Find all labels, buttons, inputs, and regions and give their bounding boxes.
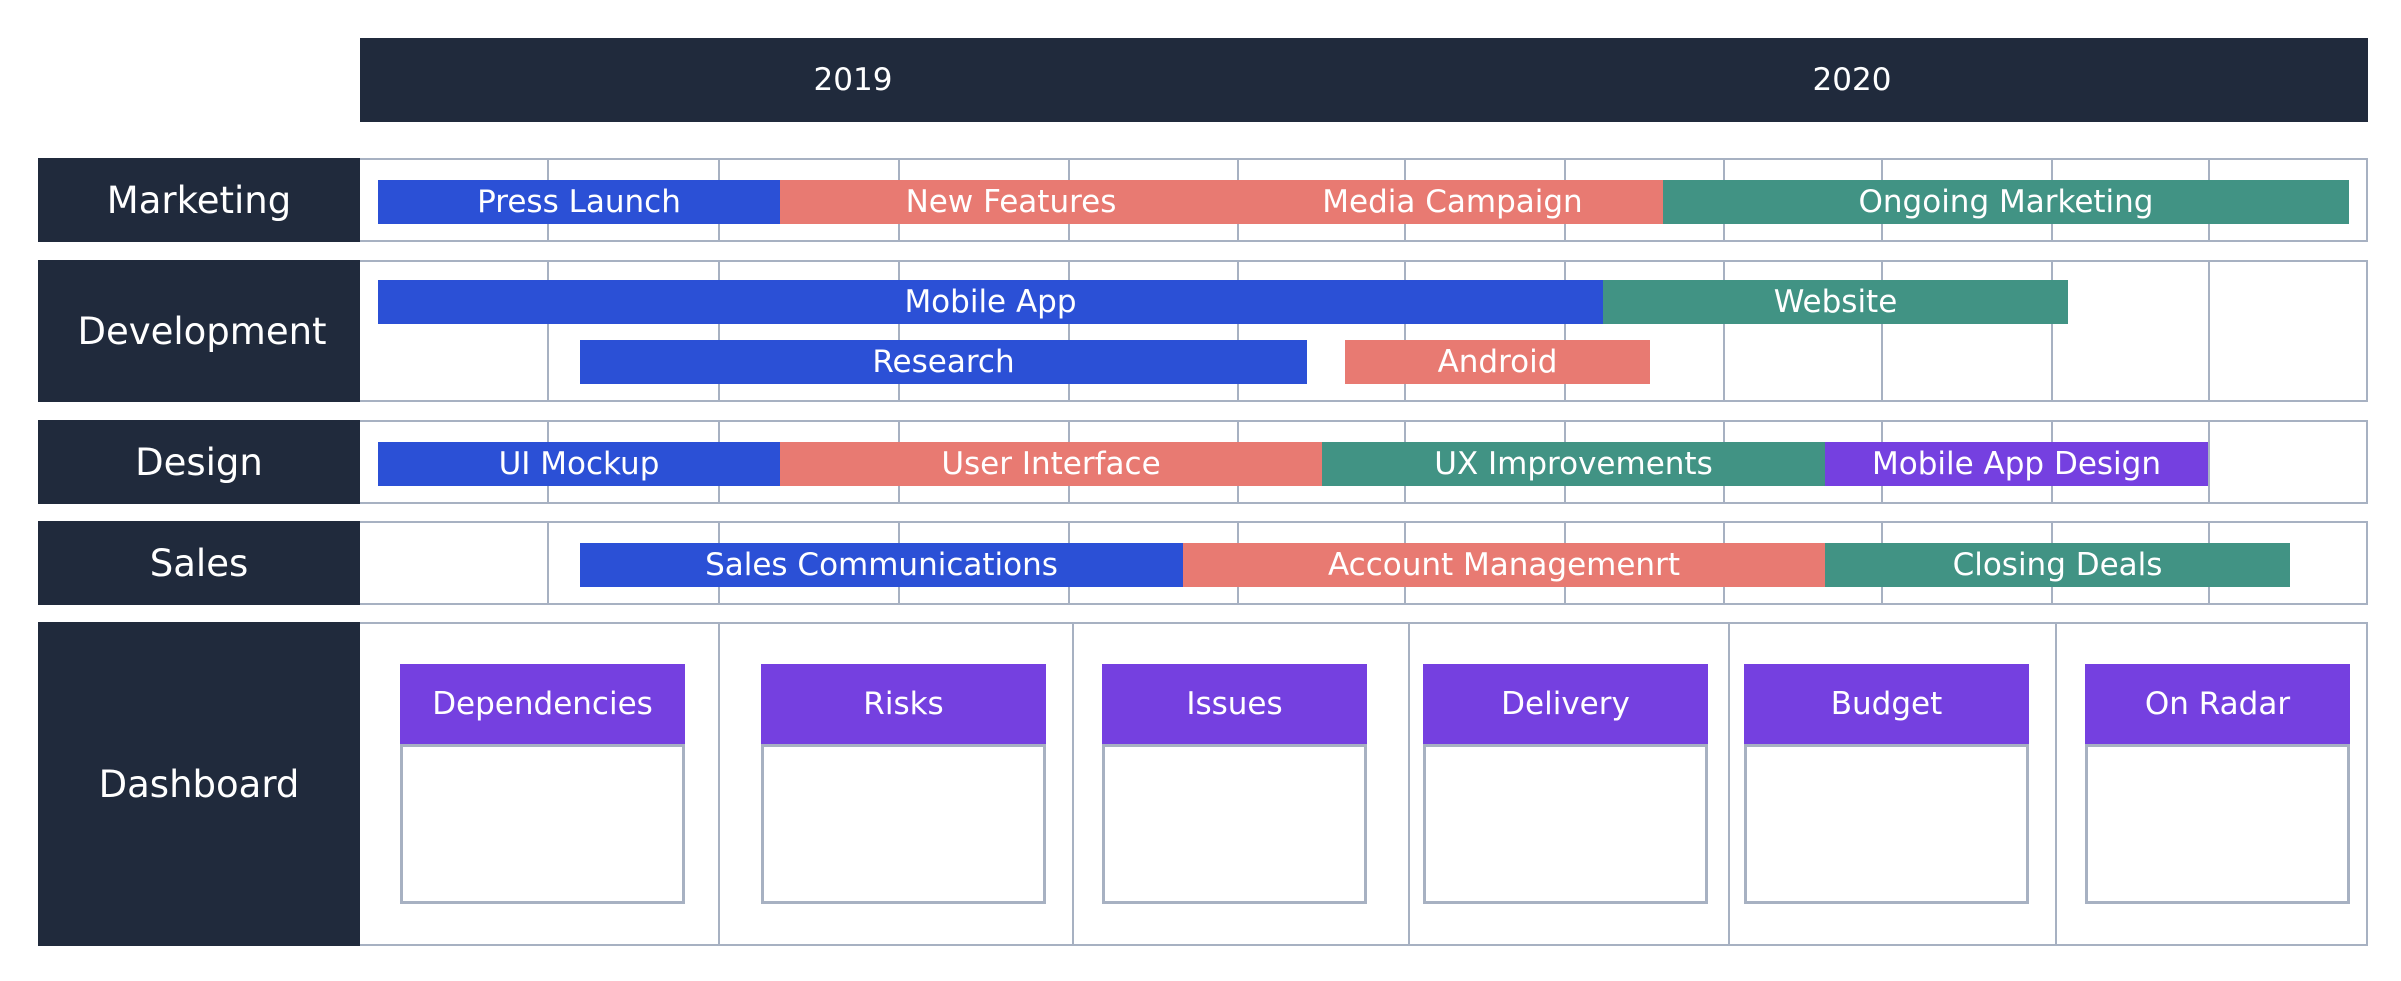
bar-new-features[interactable]: New Features <box>780 180 1242 224</box>
row-label-sales-text: Sales <box>149 541 249 585</box>
row-design: UI Mockup User Interface UX Improvements… <box>360 420 2368 504</box>
bar-press-launch[interactable]: Press Launch <box>378 180 780 224</box>
year-label-2019: 2019 <box>813 62 893 98</box>
row-label-sales: Sales <box>38 521 360 605</box>
bar-mobile-app[interactable]: Mobile App <box>378 280 1603 324</box>
gridline <box>2055 624 2057 944</box>
gridline <box>718 624 720 944</box>
row-development: Mobile App Website Research Android <box>360 260 2368 402</box>
card-issues-body <box>1102 744 1367 904</box>
card-on-radar[interactable]: On Radar <box>2085 664 2350 904</box>
card-delivery-body <box>1423 744 1708 904</box>
bar-ux-improvements[interactable]: UX Improvements <box>1322 442 1825 486</box>
gridline <box>1404 262 1406 400</box>
gridline <box>1072 624 1074 944</box>
row-dashboard: Dependencies Risks Issues Delivery Budge… <box>360 622 2368 946</box>
card-budget[interactable]: Budget <box>1744 664 2029 904</box>
row-label-design: Design <box>38 420 360 504</box>
bar-closing-deals[interactable]: Closing Deals <box>1825 543 2290 587</box>
gridline <box>1564 262 1566 400</box>
card-on-radar-body <box>2085 744 2350 904</box>
gridline <box>2208 422 2210 502</box>
bar-mobile-app-design[interactable]: Mobile App Design <box>1825 442 2208 486</box>
card-delivery[interactable]: Delivery <box>1423 664 1708 904</box>
bar-account-management[interactable]: Account Managemenrt <box>1183 543 1825 587</box>
bar-ui-mockup[interactable]: UI Mockup <box>378 442 780 486</box>
bar-media-campaign[interactable]: Media Campaign <box>1242 180 1663 224</box>
row-label-development-text: Development <box>77 309 327 353</box>
gridline <box>1881 262 1883 400</box>
bar-research[interactable]: Research <box>580 340 1307 384</box>
bar-ongoing-marketing[interactable]: Ongoing Marketing <box>1663 180 2349 224</box>
card-on-radar-title: On Radar <box>2085 664 2350 744</box>
card-issues[interactable]: Issues <box>1102 664 1367 904</box>
card-risks-body <box>761 744 1046 904</box>
row-label-marketing-text: Marketing <box>106 178 292 222</box>
row-label-marketing: Marketing <box>38 158 360 242</box>
timeline-header: 2019 2020 <box>360 38 2368 122</box>
bar-sales-communications[interactable]: Sales Communications <box>580 543 1183 587</box>
card-risks-title: Risks <box>761 664 1046 744</box>
bar-website[interactable]: Website <box>1603 280 2068 324</box>
row-label-design-text: Design <box>135 440 263 484</box>
gridline <box>1068 262 1070 400</box>
row-label-dashboard: Dashboard <box>38 622 360 946</box>
card-dependencies-body <box>400 744 685 904</box>
row-label-development: Development <box>38 260 366 402</box>
card-budget-title: Budget <box>1744 664 2029 744</box>
gridline <box>1723 262 1725 400</box>
row-marketing: Press Launch New Features Media Campaign… <box>360 158 2368 242</box>
gridline <box>547 523 549 603</box>
gridline <box>2051 262 2053 400</box>
card-dependencies-title: Dependencies <box>400 664 685 744</box>
row-sales: Sales Communications Account Managemenrt… <box>360 521 2368 605</box>
card-risks[interactable]: Risks <box>761 664 1046 904</box>
gridline <box>547 262 549 400</box>
gridline <box>1728 624 1730 944</box>
year-label-2020: 2020 <box>1812 62 1892 98</box>
gridline <box>898 262 900 400</box>
bar-android[interactable]: Android <box>1345 340 1650 384</box>
gridline <box>2208 262 2210 400</box>
gridline <box>1408 624 1410 944</box>
bar-user-interface[interactable]: User Interface <box>780 442 1322 486</box>
card-issues-title: Issues <box>1102 664 1367 744</box>
card-budget-body <box>1744 744 2029 904</box>
card-delivery-title: Delivery <box>1423 664 1708 744</box>
card-dependencies[interactable]: Dependencies <box>400 664 685 904</box>
gridline <box>718 262 720 400</box>
gridline <box>1237 262 1239 400</box>
row-label-dashboard-text: Dashboard <box>98 762 300 806</box>
